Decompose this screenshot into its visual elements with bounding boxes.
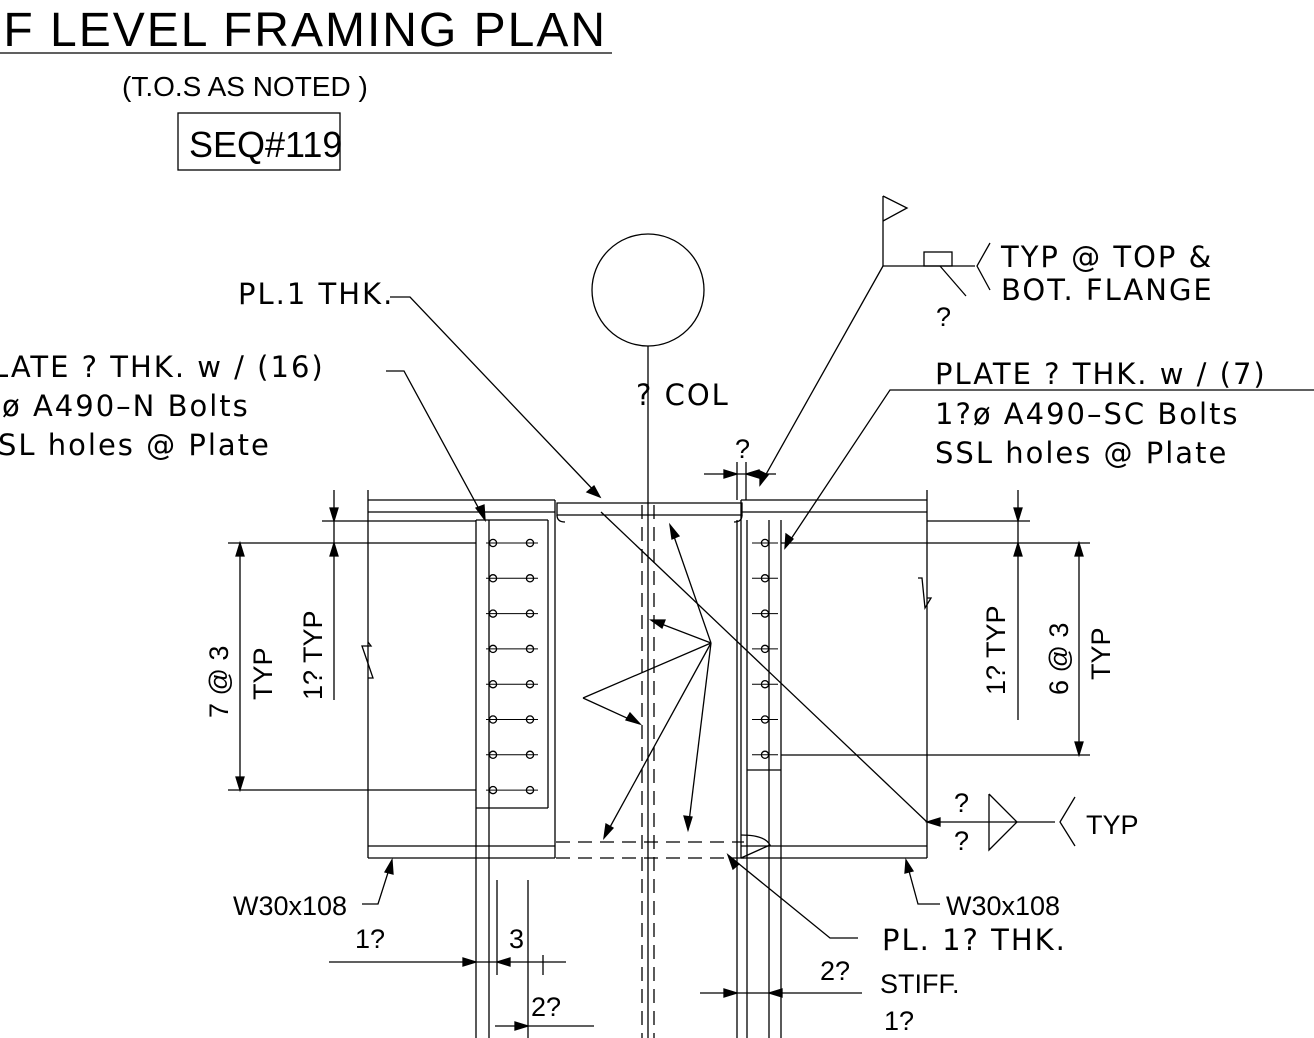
right-beam-label: W30x108 (946, 891, 1060, 921)
bolt (760, 609, 770, 618)
right-vertical-dims (781, 490, 1090, 756)
sequence-label: SEQ#119 (189, 124, 342, 165)
right-plate-note-line3: SSL holes @ Plate (935, 436, 1228, 470)
bolt (488, 785, 498, 795)
bolt (525, 644, 535, 654)
column-label: ? COL (636, 378, 730, 412)
bolt (488, 574, 498, 583)
column-bubble (591, 233, 705, 347)
left-plate-leader (386, 370, 486, 521)
right-beam-leader (905, 859, 940, 905)
bottom-gage-dim: 3 (509, 924, 524, 954)
stiff-width-dim: 2? (820, 956, 850, 986)
pl-top-leader (390, 296, 601, 498)
bolt (525, 538, 535, 548)
flange-weld-size: ? (936, 302, 951, 332)
bolt (488, 750, 498, 760)
bolt (488, 679, 498, 689)
bottom-horizontal-dims (329, 880, 594, 1038)
bolt (525, 609, 535, 618)
left-spacing-dim: 7 @ 3 (204, 646, 234, 718)
right-plate-leader (784, 389, 905, 549)
right-beam (740, 490, 933, 859)
flange-note-line1: TYP @ TOP & (1000, 240, 1213, 274)
drawing-title: OF LEVEL FRAMING PLAN (0, 4, 607, 57)
weld-size-bottom: ? (954, 826, 969, 856)
right-spacing-dim: 6 @ 3 (1044, 623, 1074, 695)
left-beam-label: W30x108 (233, 891, 347, 921)
stiff-note-line2: 1? (884, 1006, 914, 1036)
weld-size-top: ? (954, 788, 969, 818)
left-typ-dim: TYP (248, 647, 278, 700)
bolt (525, 679, 535, 689)
right-bolt-group (752, 538, 778, 760)
drawing-subtitle: (T.O.S AS NOTED ) (122, 71, 368, 102)
bolt (525, 750, 535, 760)
bolt (525, 715, 535, 724)
left-vertical-dims (228, 490, 476, 791)
bottom-plate-dashed (556, 841, 744, 859)
bolt (760, 574, 770, 583)
bolt (488, 715, 498, 724)
gap-dimension: ? (735, 434, 750, 464)
weld-leader-fan (582, 524, 712, 839)
left-plate-note-line2: ø A490–N Bolts (2, 389, 250, 423)
bottom-plate-dim: 2? (531, 992, 561, 1022)
stiff-note-line1: STIFF. (880, 969, 960, 999)
right-shear-plate (736, 520, 782, 1038)
bolt (760, 750, 770, 760)
left-plate-note-line1: LATE ? THK. w / (16) (0, 350, 325, 384)
bolt (525, 785, 535, 795)
weld-typ: TYP (1086, 810, 1139, 840)
bolt (488, 609, 498, 618)
right-plate-note-line1: PLATE ? THK. w / (7) (935, 357, 1267, 391)
bolt (525, 574, 535, 583)
left-beam (361, 490, 556, 859)
pl-bottom-leader (727, 854, 858, 939)
right-typ-dim: TYP (1086, 627, 1116, 680)
left-plate-note-line3: SL holes @ Plate (0, 428, 271, 462)
left-beam-leader (362, 859, 393, 905)
pl-top-note: PL.1 THK. (238, 277, 394, 311)
flag-weld-symbol (759, 195, 991, 486)
bottom-edge-dim: 1? (355, 924, 385, 954)
right-edge-dim: 1? TYP (981, 605, 1011, 695)
bolt (760, 715, 770, 724)
bolt (488, 538, 498, 548)
top-flange-plate (556, 502, 743, 523)
right-plate-note-line2: 1?ø A490–SC Bolts (935, 397, 1240, 431)
bolt (488, 644, 498, 654)
arrowheads (235, 469, 1084, 1031)
flange-note-line2: BOT. FLANGE (1001, 273, 1214, 307)
bolt (760, 644, 770, 654)
left-bolt-group (486, 538, 538, 795)
bolt (760, 538, 770, 548)
bolt (760, 679, 770, 689)
pl-bottom-note: PL. 1? THK. (882, 923, 1067, 957)
left-edge-dim: 1? TYP (298, 610, 328, 700)
left-shear-plate (475, 519, 549, 1038)
sequence-box (177, 112, 341, 171)
